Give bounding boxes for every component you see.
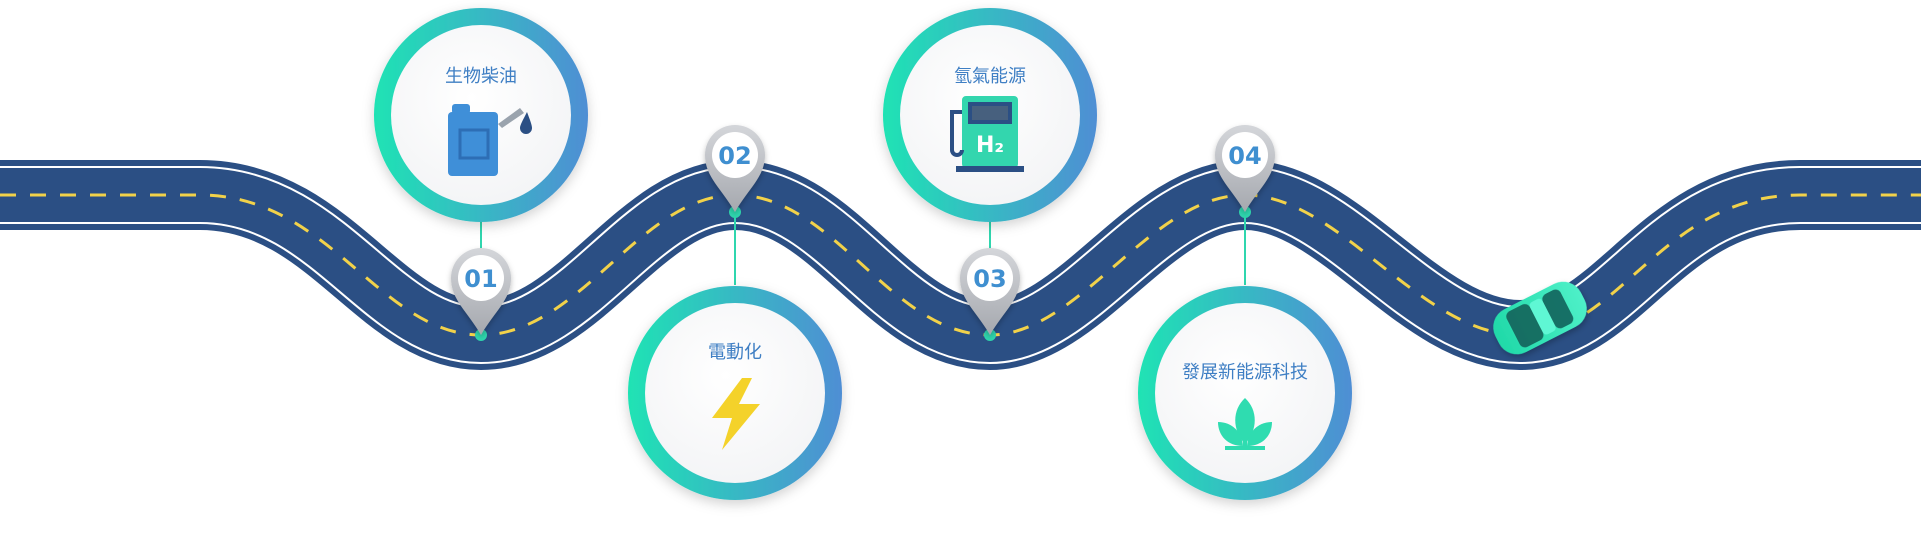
pin-marker bbox=[960, 248, 1020, 335]
milestone-03: 氫氣能源 H₂ 03 bbox=[883, 8, 1097, 341]
fuel-can-icon bbox=[448, 104, 532, 176]
pin-marker bbox=[705, 125, 765, 212]
milestone-card bbox=[1138, 286, 1352, 500]
hydrogen-sign: H₂ bbox=[976, 133, 1004, 158]
milestone-04: 發展新能源科技 04 bbox=[1138, 125, 1352, 500]
pin-marker bbox=[451, 248, 511, 335]
lightning-bolt-icon bbox=[712, 378, 760, 450]
milestone-label: 生物柴油 bbox=[445, 66, 517, 87]
milestone-number: 01 bbox=[464, 265, 497, 293]
pin-marker bbox=[1215, 125, 1275, 212]
sprout-leaf-icon bbox=[1218, 398, 1272, 450]
milestone-number: 03 bbox=[973, 265, 1006, 293]
milestone-number: 04 bbox=[1228, 142, 1261, 170]
milestone-02: 電動化 02 bbox=[628, 125, 842, 500]
milestone-number: 02 bbox=[718, 142, 751, 170]
hydrogen-pump-icon: H₂ bbox=[950, 96, 1024, 172]
milestone-label: 電動化 bbox=[708, 342, 762, 363]
milestone-label: 發展新能源科技 bbox=[1182, 362, 1308, 383]
milestone-01: 生物柴油 01 bbox=[374, 8, 588, 341]
milestone-label: 氫氣能源 bbox=[954, 66, 1026, 87]
car-icon bbox=[1493, 281, 1587, 355]
